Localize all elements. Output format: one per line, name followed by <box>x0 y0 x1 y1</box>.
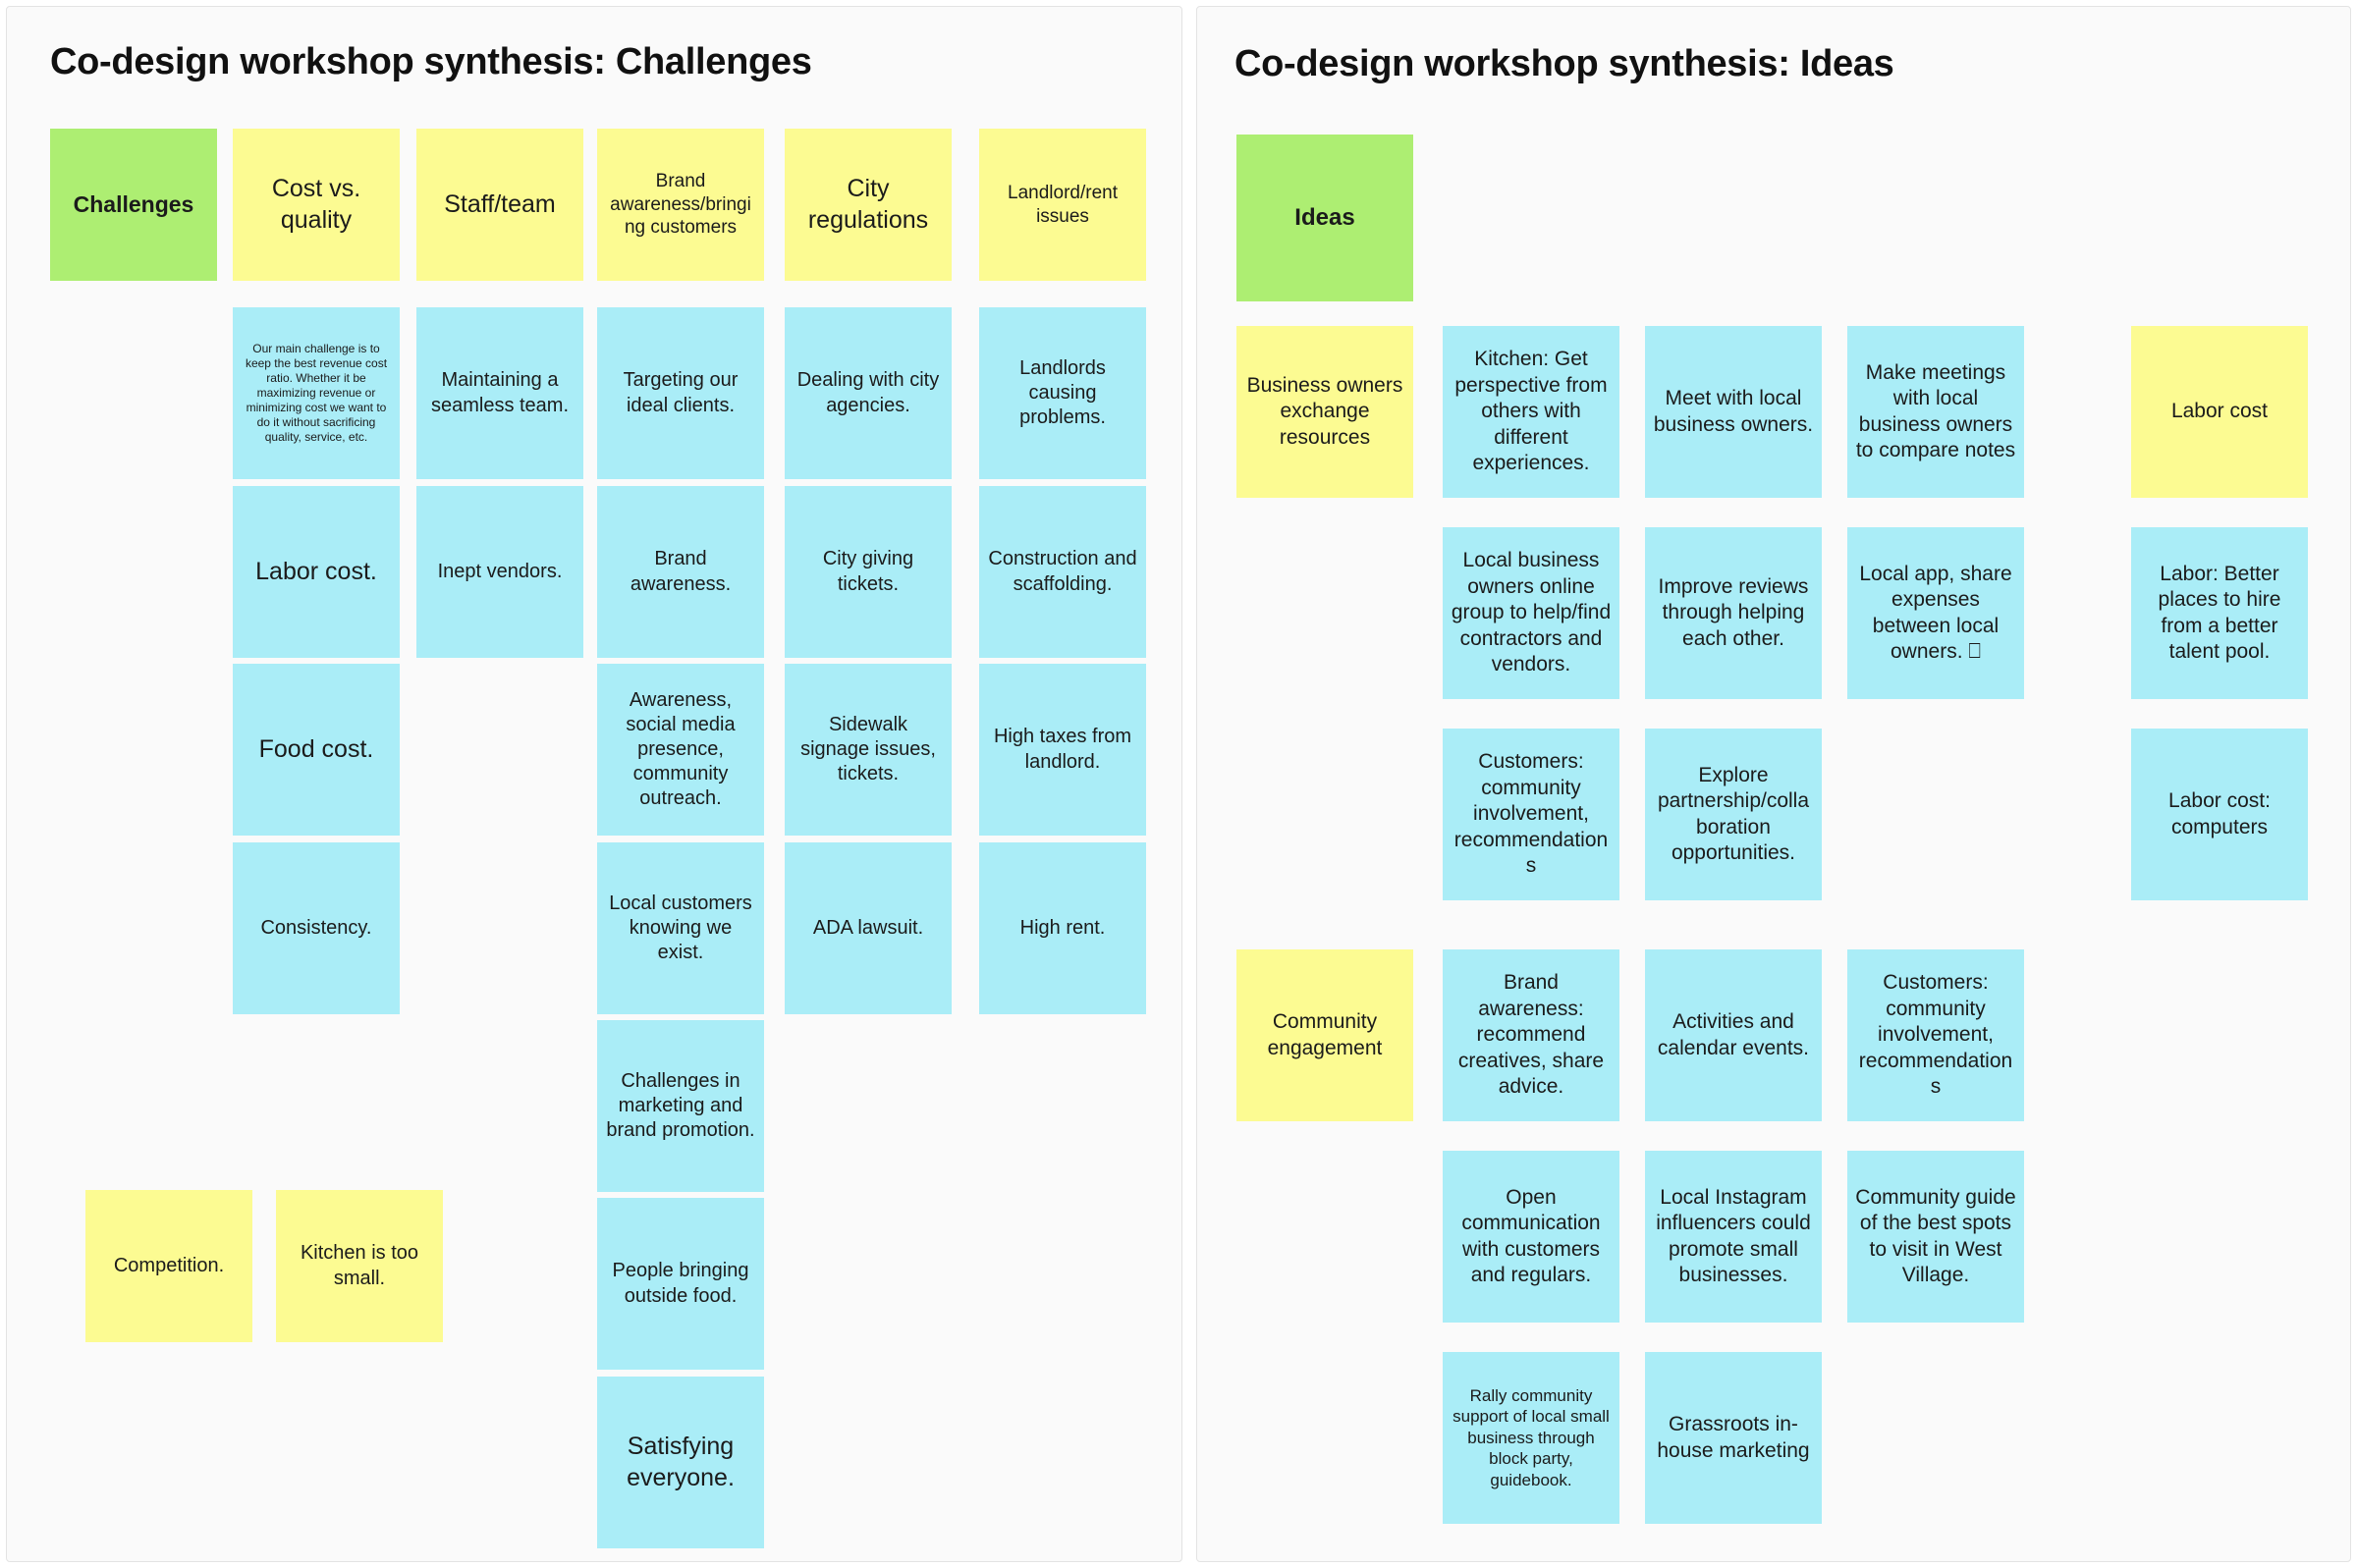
note-meet-with-local-business-owners[interactable]: Meet with local business owners. <box>1644 326 1822 498</box>
note-challenges-marketing-brand-promotion[interactable]: Challenges in marketing and brand promot… <box>597 1020 764 1192</box>
note-activities-and-calendar-events[interactable]: Activities and calendar events. <box>1644 949 1822 1121</box>
note-satisfying-everyone[interactable]: Satisfying everyone. <box>597 1377 764 1548</box>
note-targeting-ideal-clients[interactable]: Targeting our ideal clients. <box>597 307 764 479</box>
note-customers-community-involvement-2[interactable]: Customers: community involvement, recomm… <box>1846 949 2024 1121</box>
note-explore-partnership-collaboration[interactable]: Explore partnership/collaboration opport… <box>1644 729 1822 900</box>
note-column-header-landlord-rent[interactable]: Landlord/rent issues <box>979 129 1146 281</box>
note-labor-better-places-to-hire[interactable]: Labor: Better places to hire from a bett… <box>2130 527 2308 699</box>
note-construction-scaffolding[interactable]: Construction and scaffolding. <box>979 486 1146 658</box>
note-local-app-share-expenses[interactable]: Local app, share expenses between local … <box>1846 527 2024 699</box>
note-local-instagram-influencers[interactable]: Local Instagram influencers could promot… <box>1644 1151 1822 1323</box>
note-make-meetings-compare-notes[interactable]: Make meetings with local business owners… <box>1846 326 2024 498</box>
note-local-customers-knowing-we-exist[interactable]: Local customers knowing we exist. <box>597 842 764 1014</box>
note-column-header-cost-vs-quality[interactable]: Cost vs. quality <box>233 129 400 281</box>
note-column-header-staff-team[interactable]: Staff/team <box>416 129 583 281</box>
note-customers-community-involvement-1[interactable]: Customers: community involvement, recomm… <box>1442 729 1619 900</box>
note-theme-business-owners-exchange-resources[interactable]: Business owners exchange resources <box>1235 326 1413 498</box>
panel-challenges: Co-design workshop synthesis: Challenges… <box>6 6 1182 1562</box>
note-kitchen-is-too-small[interactable]: Kitchen is too small. <box>276 1190 443 1342</box>
page-title-challenges: Co-design workshop synthesis: Challenges <box>50 41 812 82</box>
panel-ideas: Co-design workshop synthesis: Ideas Idea… <box>1195 6 2351 1562</box>
note-awareness-social-media[interactable]: Awareness, social media presence, commun… <box>597 664 764 836</box>
note-column-header-city-regulations[interactable]: City regulations <box>785 129 952 281</box>
note-inept-vendors[interactable]: Inept vendors. <box>416 486 583 658</box>
note-consistency[interactable]: Consistency. <box>233 842 400 1014</box>
note-challenges-label[interactable]: Challenges <box>50 129 217 281</box>
note-labor-cost[interactable]: Labor cost. <box>233 486 400 658</box>
note-sidewalk-signage-issues[interactable]: Sidewalk signage issues, tickets. <box>785 664 952 836</box>
note-maintaining-seamless-team[interactable]: Maintaining a seamless team. <box>416 307 583 479</box>
note-brand-awareness-recommend-creatives[interactable]: Brand awareness: recommend creatives, sh… <box>1442 949 1619 1121</box>
note-improve-reviews-helping-each-other[interactable]: Improve reviews through helping each oth… <box>1644 527 1822 699</box>
note-landlords-causing-problems[interactable]: Landlords causing problems. <box>979 307 1146 479</box>
note-labor-cost-computers[interactable]: Labor cost: computers <box>2130 729 2308 900</box>
note-theme-community-engagement[interactable]: Community engagement <box>1235 949 1413 1121</box>
note-high-taxes-from-landlord[interactable]: High taxes from landlord. <box>979 664 1146 836</box>
note-ideas-label[interactable]: Ideas <box>1235 135 1413 301</box>
note-food-cost[interactable]: Food cost. <box>233 664 400 836</box>
note-competition[interactable]: Competition. <box>85 1190 252 1342</box>
note-theme-labor-cost[interactable]: Labor cost <box>2130 326 2308 498</box>
note-rally-community-support-block-party[interactable]: Rally community support of local small b… <box>1442 1352 1619 1524</box>
note-community-guide-west-village[interactable]: Community guide of the best spots to vis… <box>1846 1151 2024 1323</box>
note-city-giving-tickets[interactable]: City giving tickets. <box>785 486 952 658</box>
note-high-rent[interactable]: High rent. <box>979 842 1146 1014</box>
note-grassroots-in-house-marketing[interactable]: Grassroots in-house marketing <box>1644 1352 1822 1524</box>
note-people-bringing-outside-food[interactable]: People bringing outside food. <box>597 1198 764 1370</box>
note-ada-lawsuit[interactable]: ADA lawsuit. <box>785 842 952 1014</box>
note-kitchen-get-perspective[interactable]: Kitchen: Get perspective from others wit… <box>1442 326 1619 498</box>
note-dealing-with-city-agencies[interactable]: Dealing with city agencies. <box>785 307 952 479</box>
note-open-communication-with-customers[interactable]: Open communication with customers and re… <box>1442 1151 1619 1323</box>
note-local-business-owners-online-group[interactable]: Local business owners online group to he… <box>1442 527 1619 699</box>
page-title-ideas: Co-design workshop synthesis: Ideas <box>1233 43 1894 84</box>
note-column-header-brand-awareness[interactable]: Brand awareness/bringing customers <box>597 129 764 281</box>
note-main-challenge-revenue-cost-ratio[interactable]: Our main challenge is to keep the best r… <box>233 307 400 479</box>
note-brand-awareness[interactable]: Brand awareness. <box>597 486 764 658</box>
